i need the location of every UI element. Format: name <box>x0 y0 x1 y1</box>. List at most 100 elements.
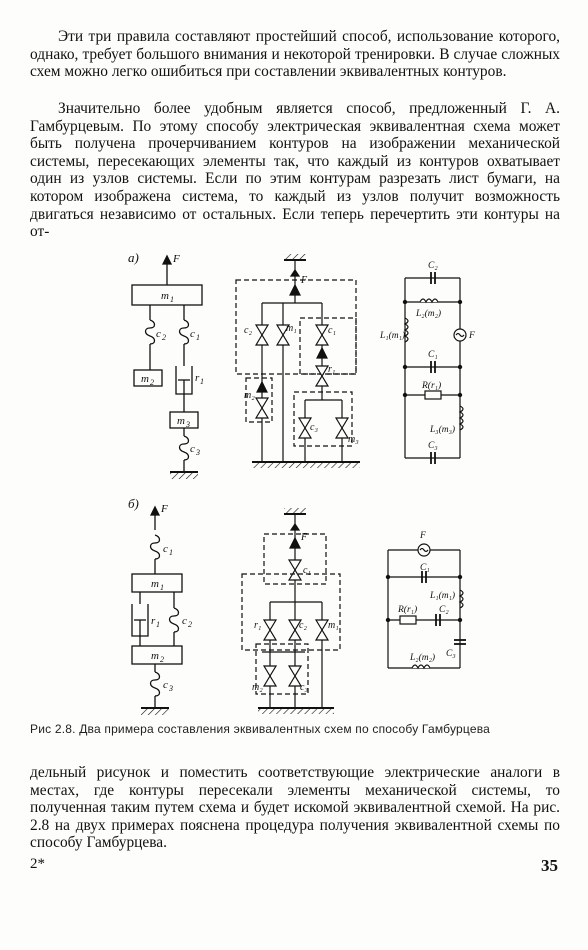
circuit-label-L1: L₁(m₁) <box>429 590 455 601</box>
force-arrow-icon <box>289 522 301 531</box>
circuit-label-F: F <box>419 531 426 541</box>
circuit-label-L2: L₂(m₂) <box>415 308 441 319</box>
label-c3-sub: 3 <box>168 684 173 693</box>
label-r1: r <box>195 372 200 384</box>
inductor-L2-icon <box>419 298 439 304</box>
circuit-label-C3: C₃ <box>428 441 438 451</box>
spring-c2-icon <box>168 607 180 633</box>
panel-b-circuit-labels: F C₁ L₁(m₁) R(r₁) C₂ C₃ L₂(m₂) <box>397 531 456 663</box>
label-m2: m <box>141 373 149 385</box>
graph-label-m3: m₃ <box>348 434 359 445</box>
label-c1: c <box>163 543 168 555</box>
label-m1-sub: 1 <box>170 295 174 304</box>
node-m1-icon <box>289 283 301 296</box>
panel-a-circuit-labels: C₂ L₂(m₂) L₁(m₁) F C₁ R(r₁) L₃(m₃) C₃ <box>379 261 475 451</box>
panel-b-contour-graph <box>241 508 341 714</box>
label-c2: c <box>182 615 187 627</box>
element-m3-icon <box>334 417 350 439</box>
inductor-L2-icon <box>411 664 431 670</box>
element-m1-icon <box>275 324 291 346</box>
graph-label-c2: c₂ <box>244 325 252 336</box>
circuit-label-C2: C₂ <box>439 605 449 615</box>
contour-dashed <box>241 573 341 651</box>
inductor-L3-icon <box>458 405 464 431</box>
circuit-label-L3: L₃(m₃) <box>429 424 455 435</box>
label-m1: m <box>161 290 169 302</box>
element-c2-icon <box>254 324 270 346</box>
label-force: F <box>172 253 180 265</box>
spring-c3-icon <box>178 435 190 461</box>
contour-dashed <box>255 643 309 695</box>
label-r1: r <box>151 615 156 627</box>
spring-c2-icon <box>144 319 156 345</box>
circuit-label-F: F <box>468 331 475 341</box>
resistor-R-icon <box>399 615 417 625</box>
label-m2: m <box>151 650 159 662</box>
label-c3: c <box>163 679 168 691</box>
element-c1-icon <box>314 324 330 346</box>
graph-label-r1: r₁ <box>254 620 261 631</box>
panel-a-graph-labels: F c₂ m₁ c₁ m₂ r₁ c₃ m₃ <box>244 275 359 445</box>
spring-c1-icon <box>178 319 190 345</box>
graph-label-F: F <box>300 532 308 543</box>
mass-m2-block <box>133 369 163 387</box>
ground-hatch-icon <box>252 462 360 468</box>
circuit-label-C1: C₁ <box>420 563 430 573</box>
contour-dashed <box>245 377 273 423</box>
element-c2-icon <box>287 619 303 641</box>
element-m1-icon <box>314 619 330 641</box>
label-c1-sub: 1 <box>169 548 173 557</box>
label-m3-sub: 3 <box>185 420 190 429</box>
ground-hatch-icon <box>284 254 306 260</box>
panel-b-label: б) <box>128 496 139 511</box>
circuit-label-C2: C₂ <box>428 261 438 271</box>
graph-label-m1: m₁ <box>286 323 297 334</box>
paragraph-2: Значительно более удобным является спосо… <box>30 100 560 241</box>
inductor-L1-icon <box>403 317 409 343</box>
inductor-L1-icon <box>458 589 464 609</box>
circuit-label-L1: L₁(m₁) <box>379 330 405 341</box>
graph-label-F: F <box>300 275 308 286</box>
graph-label-c3: c₃ <box>310 422 318 433</box>
label-r1-sub: 1 <box>156 620 160 629</box>
label-c1-sub: 1 <box>196 333 200 342</box>
element-m2-icon <box>262 665 278 687</box>
spring-c1-icon <box>149 534 161 560</box>
panel-a-label: а) <box>128 250 139 265</box>
circuit-label-L2: L₂(m₂) <box>409 652 435 663</box>
label-m2-sub: 2 <box>160 655 164 664</box>
graph-label-c3: c₃ <box>300 682 308 693</box>
ground-hatch-icon <box>170 472 198 479</box>
panel-b-circuit <box>385 543 466 670</box>
contour-dashed <box>299 317 357 375</box>
graph-label-r1: r₁ <box>328 364 335 375</box>
label-m1: m <box>151 578 159 590</box>
label-force: F <box>160 503 168 515</box>
graph-label-m2: m₂ <box>252 682 263 693</box>
footnote-mark: 2* <box>30 856 45 872</box>
label-c3-sub: 3 <box>195 448 200 457</box>
paragraph-3: дельный рисунок и поместить соответствую… <box>30 764 560 852</box>
graph-label-c1: c₁ <box>303 565 311 576</box>
element-c3-icon <box>287 665 303 687</box>
graph-label-m1: m₁ <box>328 620 339 631</box>
label-c2-sub: 2 <box>162 333 166 342</box>
figure-caption: Рис 2.8. Два примера составления эквивал… <box>30 722 491 736</box>
force-arrow-icon <box>161 254 173 265</box>
panel-a-mechanical <box>131 254 203 479</box>
circuit-label-C3: C₃ <box>446 649 456 659</box>
label-c3: c <box>190 443 195 455</box>
mass-m2-block <box>131 645 183 665</box>
paragraph-1: Эти три правила составляют простейший сп… <box>30 28 560 81</box>
element-c1-icon <box>287 559 303 581</box>
mass-m1-block <box>131 284 203 306</box>
panel-b-graph-labels: F c₁ r₁ c₂ m₁ m₂ c₃ <box>252 532 339 693</box>
label-c2-sub: 2 <box>188 620 192 629</box>
label-c1: c <box>190 328 195 340</box>
label-m1-sub: 1 <box>160 583 164 592</box>
element-m2-icon <box>254 397 270 419</box>
element-c3-icon <box>297 417 313 439</box>
